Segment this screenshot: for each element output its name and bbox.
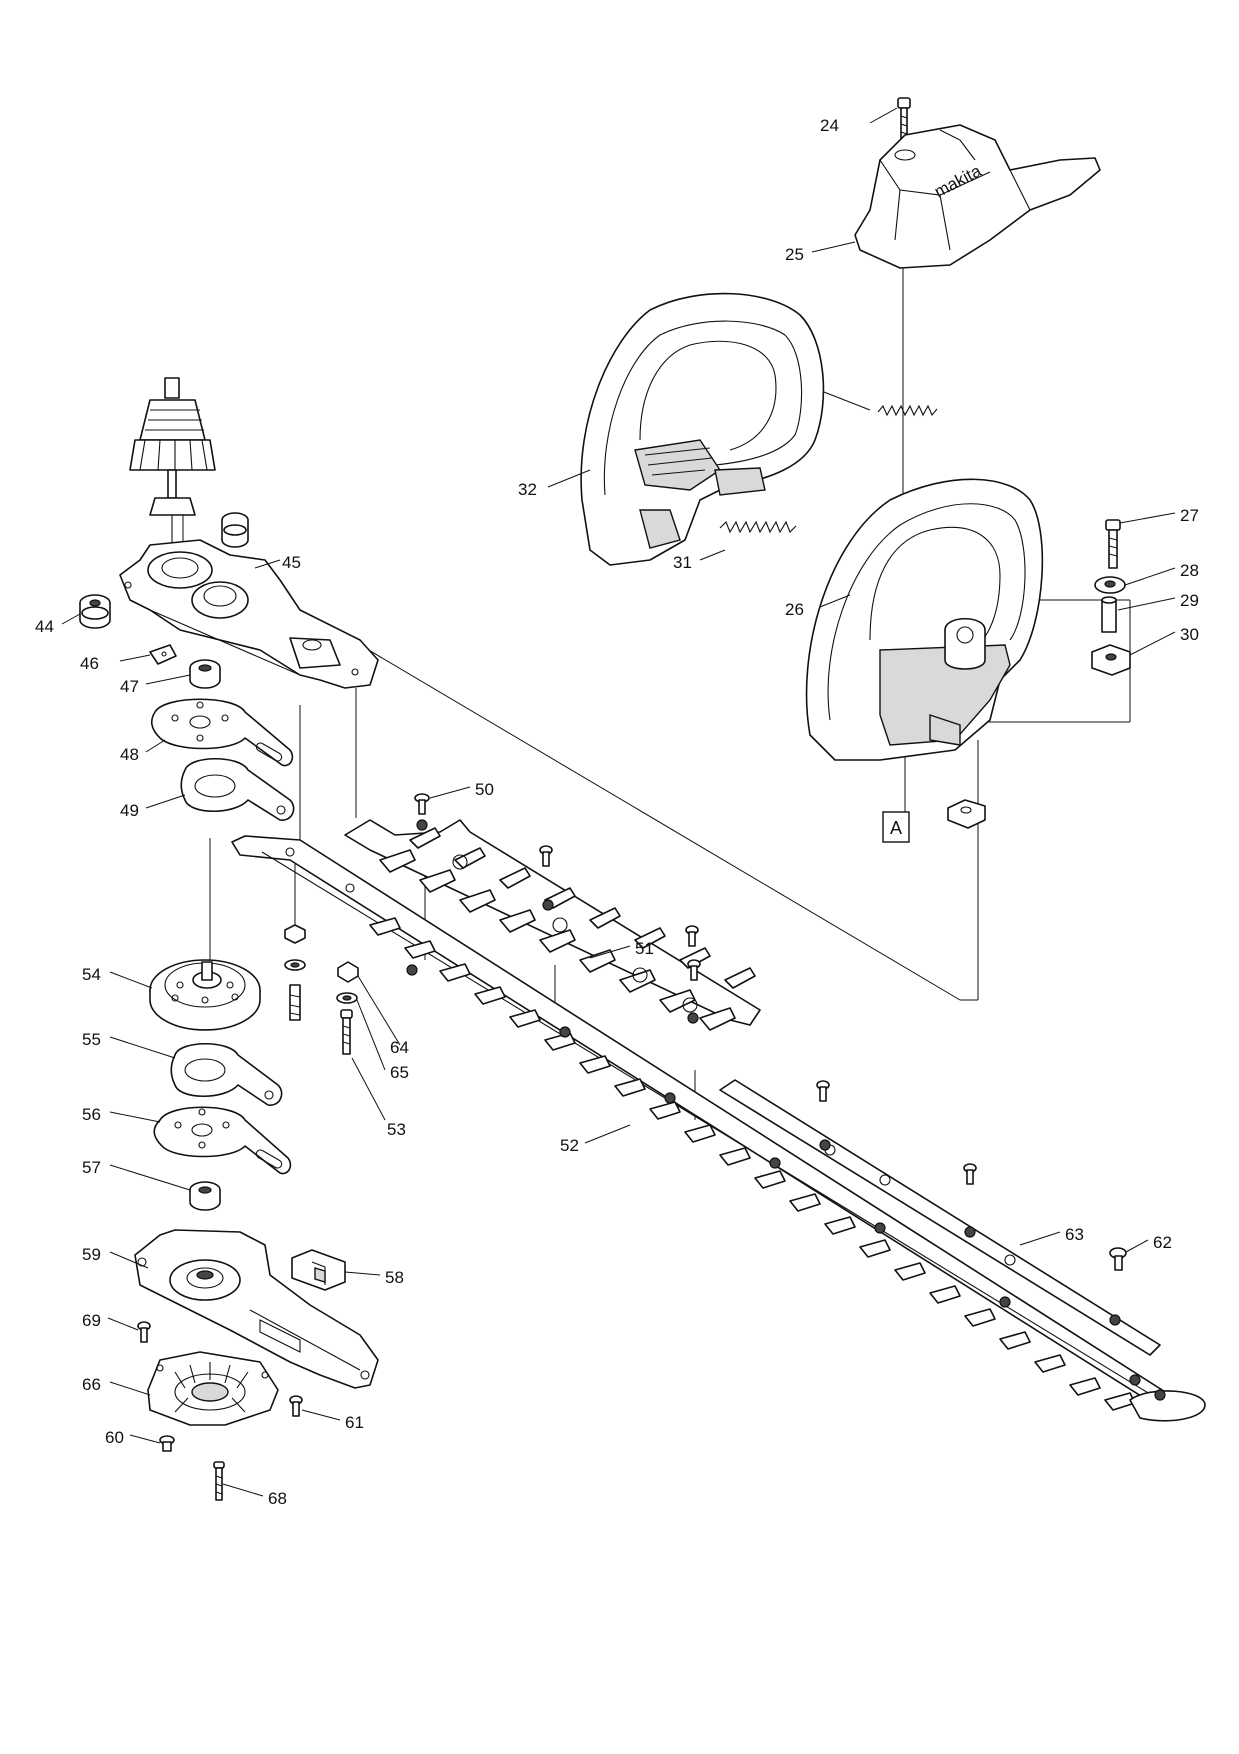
part-61-screw [289,1395,303,1417]
part-63-lower-plate [719,1079,1161,1356]
part-69-screw [137,1321,151,1343]
label-57: 57 [82,1158,101,1177]
label-30: 30 [1180,625,1199,644]
label-58: 58 [385,1268,404,1287]
part-58-block [291,1249,346,1291]
label-55: 55 [82,1030,101,1049]
part-53-bolt [340,1009,353,1055]
part-32-handle-half [580,292,825,566]
part-45-gear-housing [119,539,379,689]
part-28-washer [1094,576,1126,594]
part-27-screw [1105,519,1121,569]
part-56-plate [153,1106,292,1175]
label-26: 26 [785,600,804,619]
part-68-bolt [213,1461,225,1501]
part-46-plate [149,644,177,665]
label-62: 62 [1153,1233,1172,1252]
part-44-damper [79,594,111,629]
nut-washer-stack [284,924,306,1021]
part-57-bearing [189,1181,221,1211]
armature-assembly [129,377,216,560]
label-69: 69 [82,1311,101,1330]
part-29-sleeve [1101,596,1117,633]
label-29: 29 [1180,591,1199,610]
label-50: 50 [475,780,494,799]
label-61: 61 [345,1413,364,1432]
part-50-screw [414,793,430,815]
label-24: 24 [820,116,839,135]
part-65-washer [336,992,358,1004]
part-54-gear [149,959,261,1031]
label-49: 49 [120,801,139,820]
label-60: 60 [105,1428,124,1447]
label-54: 54 [82,965,101,984]
label-59: 59 [82,1245,101,1264]
part-66-fan [147,1351,279,1426]
label-66: 66 [82,1375,101,1394]
label-64: 64 [390,1038,409,1057]
label-45: 45 [282,553,301,572]
part-59-gear-housing [134,1229,379,1389]
label-52: 52 [560,1136,579,1155]
part-52-main-blade [231,835,1206,1422]
spring-upper [877,404,938,417]
blade-guard-screws [539,845,701,981]
part-62-screw [1109,1247,1127,1271]
plate-screws [816,1080,977,1185]
label-51: 51 [635,939,654,958]
damper-pair [221,512,249,548]
main-blade-teeth [369,917,1136,1411]
blade-guard-teeth [379,827,756,1031]
label-63: 63 [1065,1225,1084,1244]
label-32: 32 [518,480,537,499]
part-26-front-handle [805,478,1044,761]
reference-nut [947,799,986,829]
reference-marker-text: A [890,818,902,838]
label-68: 68 [268,1489,287,1508]
label-27: 27 [1180,506,1199,525]
callout-numbers: 24 25 26 27 28 29 30 31 32 44 45 46 47 4… [35,116,1199,1508]
part-55-ring [170,1042,283,1106]
label-44: 44 [35,617,54,636]
label-31: 31 [673,553,692,572]
label-56: 56 [82,1105,101,1124]
label-65: 65 [390,1063,409,1082]
label-46: 46 [80,654,99,673]
part-51-blade-guard [344,819,761,1031]
reference-marker: A [882,811,910,843]
part-60-screw [159,1435,175,1452]
label-25: 25 [785,245,804,264]
part-30-nut [1091,644,1131,676]
label-53: 53 [387,1120,406,1139]
part-47-bearing [189,659,221,689]
callout-leaders [61,107,1176,1497]
part-48-plate [150,698,294,767]
part-25-handle-cover: makita [854,124,1101,269]
label-28: 28 [1180,561,1199,580]
label-47: 47 [120,677,139,696]
part-64-nut [337,961,359,983]
part-31-spring [719,520,797,534]
label-48: 48 [120,745,139,764]
part-49-ring [180,757,295,821]
